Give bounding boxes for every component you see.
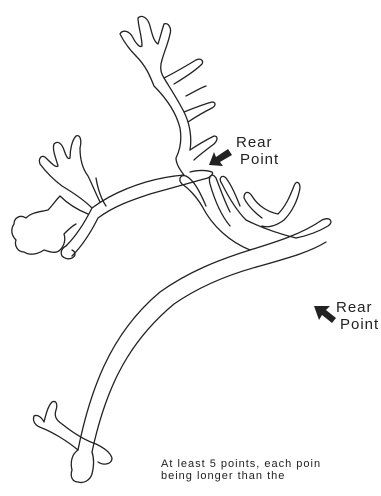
upper-label-line1: Rear [236, 134, 279, 151]
lower-antler-brow-tine [33, 401, 112, 464]
caption: At least 5 points, each poin being longe… [161, 458, 381, 482]
lower-rear-point-arrow [314, 306, 336, 323]
upper-antler-brow-palm [12, 196, 88, 254]
caption-line2: being longer than the [161, 470, 381, 482]
upper-rear-point-arrow [209, 149, 232, 166]
upper-label-line2: Point [236, 151, 279, 168]
upper-antler-burr [61, 246, 75, 259]
caption-line1: At least 5 points, each poin [161, 458, 381, 470]
lower-antler-burr [71, 450, 93, 483]
upper-rear-point-label: Rear Point [236, 134, 279, 168]
lower-label-line2: Point [336, 316, 379, 333]
upper-antler-left-palm [39, 136, 106, 208]
upper-antler-main-beam [66, 56, 213, 256]
lower-antler-main-beam [78, 219, 331, 452]
lower-label-line1: Rear [336, 299, 379, 316]
lower-antler-upper-tines [180, 175, 300, 250]
lower-rear-point-label: Rear Point [336, 299, 379, 333]
